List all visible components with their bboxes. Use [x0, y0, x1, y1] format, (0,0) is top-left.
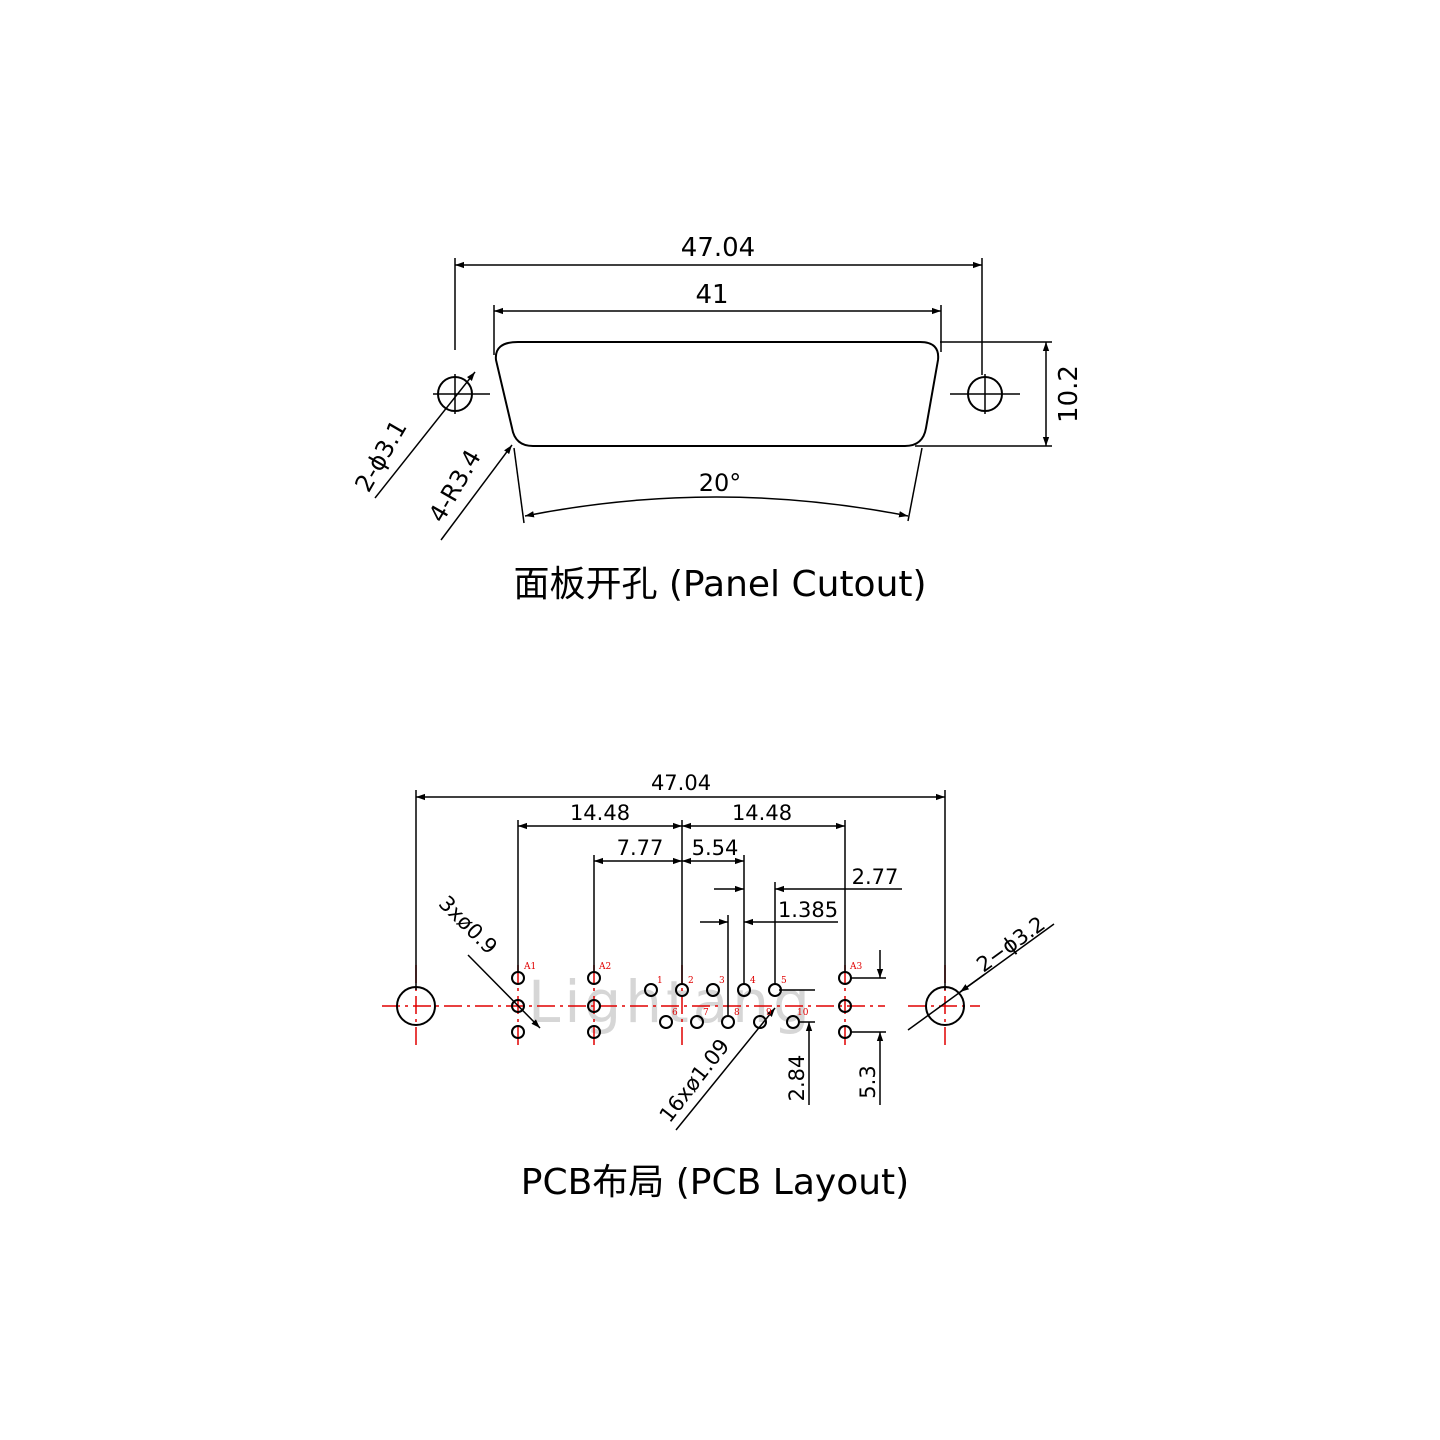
pin-label-a1: A1 — [523, 962, 536, 972]
panel-dim-angle: 20° — [699, 469, 742, 497]
pin-label-7: 7 — [703, 1008, 709, 1018]
panel-dim-overall: 47.04 — [681, 233, 755, 263]
pcb-dim-signal-holes: 16xø1.09 — [655, 1034, 735, 1127]
pcb-dim-pitch: 2.77 — [852, 865, 899, 889]
pin-label-4: 4 — [750, 976, 756, 986]
pcb-drawing — [396, 790, 1055, 1131]
panel-dim-height: 10.2 — [1054, 365, 1084, 423]
panel-dim-shell: 41 — [695, 280, 728, 310]
pin-label-3: 3 — [719, 976, 725, 986]
pcb-dim-coax-spacing: 5.3 — [856, 1065, 880, 1098]
pcb-dim-left-half: 14.48 — [570, 801, 630, 825]
pin-label-2: 2 — [688, 976, 694, 986]
pcb-dim-coax-holes: 3xø0.9 — [434, 891, 502, 959]
pin-label-a2: A2 — [598, 962, 611, 972]
pcb-dim-half-pitch: 1.385 — [778, 898, 838, 922]
pin-label-8: 8 — [734, 1008, 740, 1018]
panel-dim-radius: 4-R3.4 — [423, 445, 487, 527]
pcb-dim-row-spacing: 2.84 — [785, 1055, 809, 1102]
panel-cutout-drawing — [374, 258, 1052, 541]
pin-label-5: 5 — [781, 976, 787, 986]
pin-label-9: 9 — [766, 1008, 772, 1018]
pin-label-1: 1 — [657, 976, 663, 986]
pin-label-6: 6 — [672, 1008, 678, 1018]
pcb-dim-a2-offset: 7.77 — [617, 836, 664, 860]
pcb-layout-caption: PCB布局 (PCB Layout) — [521, 1162, 909, 1203]
pcb-dim-mount-holes: 2−ϕ3.2 — [972, 912, 1049, 977]
watermark-text: Lightang — [528, 968, 814, 1036]
pin-label-a3: A3 — [849, 962, 862, 972]
pcb-dim-row-pitch: 5.54 — [692, 836, 739, 860]
panel-cutout-caption: 面板开孔 (Panel Cutout) — [513, 564, 926, 605]
d-shell-outline — [494, 341, 940, 447]
pcb-dim-overall: 47.04 — [651, 771, 711, 795]
pcb-dim-right-half: 14.48 — [732, 801, 792, 825]
panel-dim-hole: 2-ϕ3.1 — [349, 415, 412, 496]
pin-label-10: 10 — [797, 1008, 809, 1018]
